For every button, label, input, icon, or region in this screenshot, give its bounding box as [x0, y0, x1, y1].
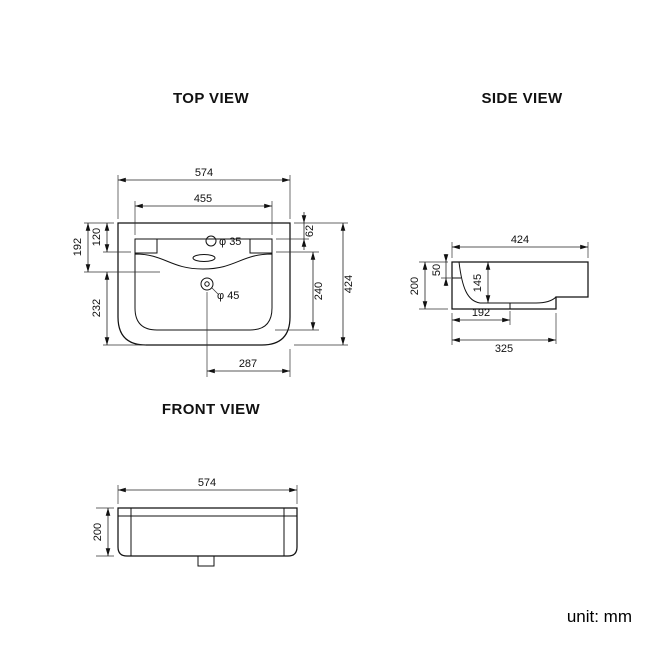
dim-label-455: 455: [194, 193, 212, 205]
front-outline: [117, 507, 298, 557]
deck-corner-right: [249, 238, 273, 254]
top-view-title: TOP VIEW: [173, 90, 249, 107]
overflow-slot-icon: [192, 254, 216, 262]
drain-hole-center: [204, 281, 210, 287]
dim-label-192-top: 192: [72, 238, 84, 256]
faucet-hole-label: φ 35: [219, 236, 241, 248]
basin-bowl-outline: [134, 253, 273, 331]
dim-label-424-side: 424: [511, 234, 529, 246]
drain-stub: [197, 556, 215, 567]
side-view-drawing: 424 50 145 200 192 325: [409, 234, 589, 355]
dim-label-574-front: 574: [198, 477, 216, 489]
dim-label-424-top: 424: [343, 275, 355, 293]
dim-label-200-front: 200: [92, 523, 104, 541]
side-view-title: SIDE VIEW: [481, 90, 563, 107]
unit-label: unit: mm: [566, 607, 632, 626]
drain-leader-line: [211, 287, 219, 295]
deck-corner-left: [134, 238, 158, 254]
drain-hole-label: φ 45: [217, 290, 239, 302]
dim-label-62: 62: [304, 225, 316, 237]
dim-label-232: 232: [91, 299, 103, 317]
dim-label-240: 240: [313, 282, 325, 300]
front-view-extension-lines: [96, 485, 298, 557]
side-bowl-inner-line: [458, 261, 557, 304]
dim-label-50: 50: [431, 264, 443, 276]
dim-label-120: 120: [91, 228, 103, 246]
top-view-drawing: 574 455 62 240 424 120 192 232 287 φ 35 …: [72, 167, 355, 377]
dim-label-200-side: 200: [409, 277, 421, 295]
front-view-title: FRONT VIEW: [161, 401, 261, 418]
dim-label-287: 287: [239, 358, 257, 370]
top-view-extension-lines: [84, 175, 348, 377]
front-view-drawing: 574 200: [92, 477, 298, 567]
dim-label-325: 325: [495, 343, 513, 355]
drain-hole-icon: [200, 277, 214, 291]
dim-label-145: 145: [472, 274, 484, 292]
side-view-extension-lines: [419, 242, 589, 345]
front-side-walls: [130, 508, 285, 556]
dim-label-574-top: 574: [195, 167, 213, 179]
top-view-outline: [117, 222, 291, 346]
dim-label-192-side: 192: [472, 307, 490, 319]
faucet-hole-icon: [205, 235, 217, 247]
